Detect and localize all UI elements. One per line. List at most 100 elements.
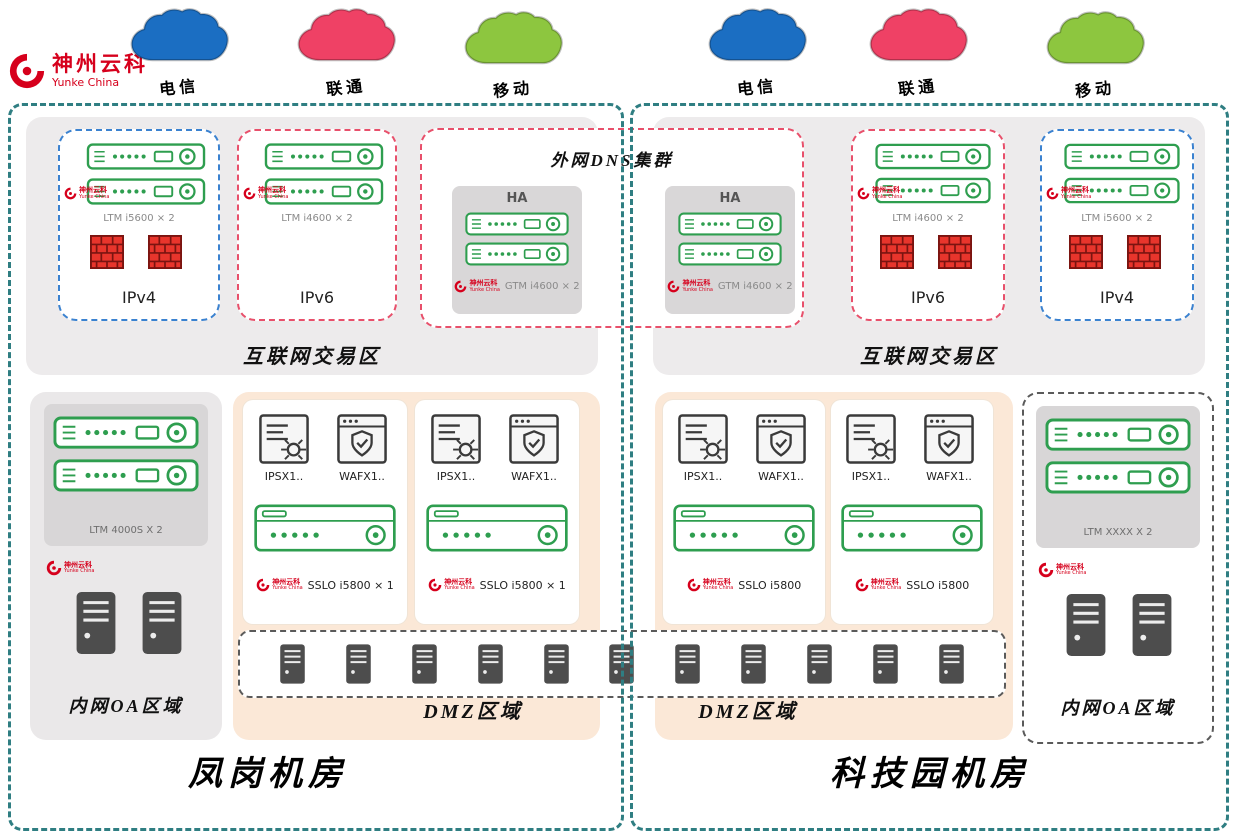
brand-name-en: Yunke China <box>64 568 95 575</box>
waf-icon <box>924 414 974 464</box>
waf-label: WAFX1.. <box>758 470 804 483</box>
yunke-swirl-icon <box>454 280 467 293</box>
cloud-telecom-right-icon <box>700 7 815 69</box>
ipv6-label: IPv6 <box>299 288 334 307</box>
sslo-device-label: SSLO i5800 × 1 <box>479 578 566 592</box>
server-icon <box>674 643 701 685</box>
firewall-icon <box>938 235 972 269</box>
ha-label: HA <box>719 191 741 206</box>
isp-label-mobile-right: 移动 <box>1074 79 1117 102</box>
device-label: LTM i5600 × 2 <box>1081 213 1153 224</box>
gtm-appliance-icon <box>678 242 782 266</box>
brand-name: 神州云科 <box>272 577 301 586</box>
yunke-swirl-icon <box>256 578 270 592</box>
server-icon <box>74 590 118 656</box>
sslo-appliance-icon <box>422 504 572 552</box>
brand-name: 神州云科 <box>872 186 900 195</box>
yunke-swirl-icon <box>46 560 62 576</box>
brand-name-en: Yunke China <box>469 286 500 293</box>
device-label: LTM i4600 × 2 <box>281 213 353 224</box>
cloud-mobile-left-icon <box>456 10 571 72</box>
brand-name: 神州云科 <box>79 186 107 195</box>
server-icon <box>1130 592 1174 658</box>
ips-label: IPSX1.. <box>683 470 723 483</box>
brand-logo: 神州云科 Yunke China <box>8 52 148 90</box>
ips-label: IPSX1.. <box>851 470 891 483</box>
brand-name-en: Yunke China <box>444 585 475 592</box>
brand-name-en: Yunke China <box>258 193 289 200</box>
yunke-swirl-icon <box>64 187 77 200</box>
brand-name: 神州云科 <box>444 577 473 586</box>
cloud-unicom-right-icon <box>861 7 976 69</box>
waf-label: WAFX1.. <box>511 470 557 483</box>
firewall-icon <box>1069 235 1103 269</box>
brand-name-en: Yunke China <box>682 286 713 293</box>
ha-label: HA <box>506 191 528 206</box>
brand-name-en: Yunke China <box>702 585 734 592</box>
brand-name: 神州云科 <box>702 577 731 586</box>
internet-zone-label-left: 互联网交易区 <box>243 346 381 368</box>
brand-name: 神州云科 <box>52 52 148 77</box>
yunke-swirl-icon <box>1046 187 1059 200</box>
sslo-appliance-icon <box>837 504 987 552</box>
gtm-appliance-icon <box>465 242 569 266</box>
server-icon <box>140 590 184 656</box>
device-label: LTM i4600 × 2 <box>892 213 964 224</box>
brand-name-en: Yunke China <box>872 193 903 200</box>
brand-name-en: Yunke China <box>272 585 303 592</box>
server-icon <box>543 643 570 685</box>
brand-name: 神州云科 <box>1056 562 1084 571</box>
gtm-device-label: GTM i4600 × 2 <box>504 281 580 292</box>
brand-name-en: Yunke China <box>52 75 120 89</box>
server-icon <box>806 643 833 685</box>
isp-label-telecom-left: 电信 <box>158 77 201 100</box>
cloud-mobile-right-icon <box>1038 10 1153 72</box>
device-label: LTM XXXX X 2 <box>1083 527 1153 538</box>
waf-label: WAFX1.. <box>926 470 972 483</box>
ips-label: IPSX1.. <box>436 470 476 483</box>
device-label: LTM 4000S X 2 <box>89 525 163 536</box>
sslo-device-label: SSLO i5800 <box>738 578 802 592</box>
server-icon <box>345 643 372 685</box>
cloud-telecom-left-icon <box>122 7 237 69</box>
gtm-appliance-icon <box>465 212 569 236</box>
yunke-swirl-icon <box>857 187 870 200</box>
yunke-swirl-icon <box>243 187 256 200</box>
firewall-icon <box>148 235 182 269</box>
ips-icon <box>678 414 728 464</box>
server-icon <box>279 643 306 685</box>
datacenter-title-right: 科技园机房 <box>830 756 1030 793</box>
gtm-appliance-icon <box>678 212 782 236</box>
oa-zone-label-left: 内网OA区域 <box>68 696 184 716</box>
isp-label-mobile-left: 移动 <box>492 79 535 102</box>
ips-icon <box>431 414 481 464</box>
firewall-icon <box>90 235 124 269</box>
waf-icon <box>756 414 806 464</box>
ipv4-label: IPv4 <box>1099 288 1134 307</box>
